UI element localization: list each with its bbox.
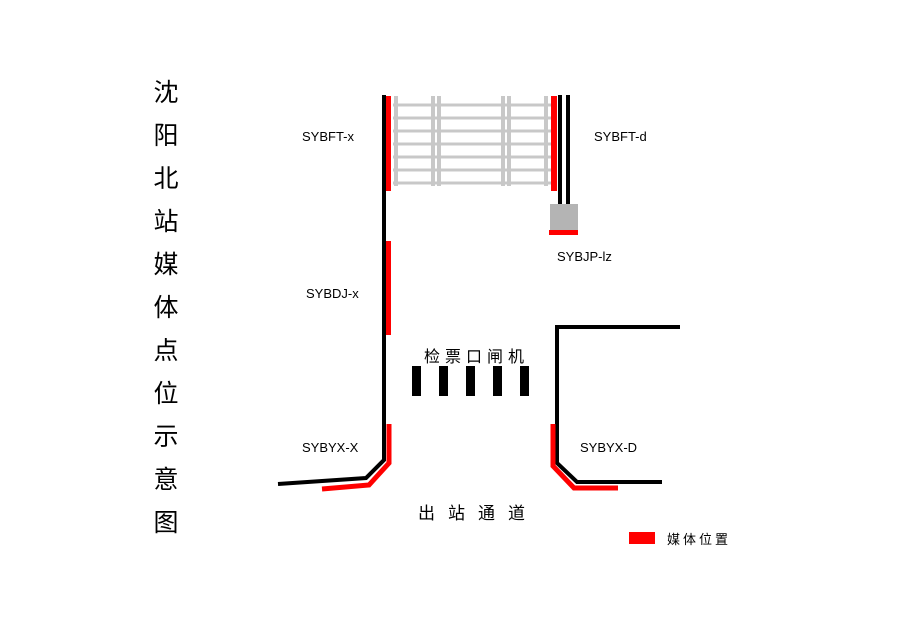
title-char: 北 (153, 165, 179, 193)
title-char: 位 (153, 380, 179, 408)
right-upper-wall (558, 95, 570, 205)
title-char: 媒 (153, 251, 179, 279)
media-sybft-d-left (551, 96, 557, 191)
gate-1 (412, 366, 421, 396)
media-sybyx-d (550, 424, 618, 491)
title-char: 体 (153, 294, 179, 322)
label-sybdj-x: SYBDJ-x (306, 286, 359, 301)
vertical-title: 沈阳北站媒体点位示意图 (146, 72, 186, 545)
ticket-gates (412, 366, 529, 396)
legend-swatch (629, 532, 655, 544)
gate-5 (520, 366, 529, 396)
media-sybjp-lz (549, 230, 578, 235)
label-sybyx-d: SYBYX-D (580, 440, 638, 455)
left-wall (277, 95, 386, 486)
label-sybyx-x: SYBYX-X (302, 440, 359, 455)
title-char: 阳 (153, 122, 179, 150)
kiosk-box (550, 204, 578, 230)
media-sybyx-x (321, 424, 392, 492)
legend-label: 媒体位置 (667, 533, 732, 548)
label-sybft-x: SYBFT-x (302, 129, 355, 144)
media-sybdj-x (386, 241, 391, 335)
title-char: 图 (153, 509, 179, 537)
gate-2 (439, 366, 448, 396)
escalator-block (393, 96, 551, 186)
title-char: 点 (153, 337, 179, 365)
title-char: 示 (153, 423, 179, 451)
label-gate: 检票口闸机 (424, 347, 530, 366)
media-sybft-x (386, 96, 391, 191)
title-char: 意 (153, 466, 179, 494)
label-exit-passage: 出站通道 (418, 504, 538, 524)
gate-4 (493, 366, 502, 396)
title-char: 站 (153, 208, 179, 236)
gate-3 (466, 366, 475, 396)
label-sybjp-lz: SYBJP-lz (557, 249, 612, 264)
label-sybft-d: SYBFT-d (594, 129, 647, 144)
title-char: 沈 (153, 79, 179, 107)
right-lower-wall (555, 325, 680, 484)
